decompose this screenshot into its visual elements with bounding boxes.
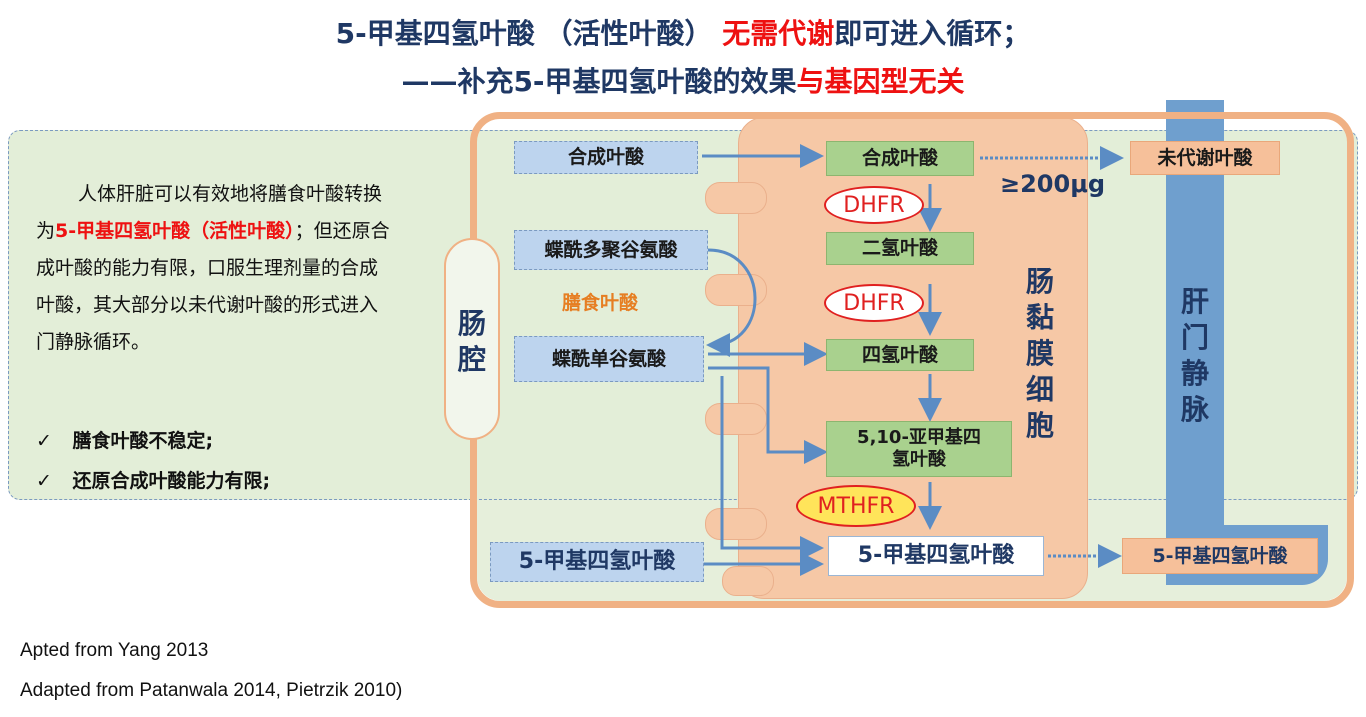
footnote-1: Apted from Yang 2013 <box>20 640 209 661</box>
bullet-1: ✓ 膳食叶酸不稳定; <box>36 426 213 453</box>
title-line-1: 5-甲基四氢叶酸 （活性叶酸） 无需代谢即可进入循环； <box>0 12 1366 52</box>
bullet-2-text: 还原合成叶酸能力有限; <box>72 470 271 492</box>
cell-methylene-thf: 5,10-亚甲基四氢叶酸 <box>826 421 1012 477</box>
cell-synthetic-folate: 合成叶酸 <box>826 141 974 176</box>
lumen-shape <box>444 238 500 440</box>
lumen-monoglutamate: 蝶酰单谷氨酸 <box>514 336 704 382</box>
footnote-2: Adapted from Patanwala 2014, Pietrzik 20… <box>20 680 403 701</box>
check-icon: ✓ <box>36 430 52 452</box>
lumen-mthf-supplement: 5-甲基四氢叶酸 <box>490 542 704 582</box>
description-highlight: 5-甲基四氢叶酸（活性叶酸） <box>55 220 295 242</box>
threshold-label: ≥200μg <box>1000 170 1106 198</box>
mucosa-villus <box>722 566 774 596</box>
arrow-mono-to-mthf <box>720 376 824 560</box>
bullet-2: ✓ 还原合成叶酸能力有限; <box>36 466 270 493</box>
mucosa-villus <box>705 508 767 540</box>
enzyme-mthfr: MTHFR <box>796 485 916 527</box>
cell-mthf: 5-甲基四氢叶酸 <box>828 536 1044 576</box>
blood-mthf: 5-甲基四氢叶酸 <box>1122 538 1318 574</box>
description-text-a: 人体肝脏可以有效地将膳食叶酸转换为 <box>36 183 383 242</box>
arrow-mono-to-methylene <box>708 366 828 464</box>
mucosa-villus <box>705 182 767 214</box>
title-line-1-text-b: 即可进入循环； <box>834 17 1031 50</box>
cell-thf: 四氢叶酸 <box>826 339 974 371</box>
enzyme-dhfr-1: DHFR <box>824 186 924 224</box>
cell-dhf: 二氢叶酸 <box>826 232 974 265</box>
description-text-b: ；但还原合成叶酸的能力有限，口服生理剂量的合成叶酸，其大部分以未代谢叶酸的形式进… <box>36 220 390 353</box>
check-icon: ✓ <box>36 470 52 492</box>
mucosa-villus <box>705 274 767 306</box>
lumen-label: 肠腔 <box>457 307 486 376</box>
title-line-1-text-a: 5-甲基四氢叶酸 （活性叶酸） <box>335 17 713 50</box>
title-line-1-highlight: 无需代谢 <box>722 17 835 50</box>
lumen-synthetic-folate: 合成叶酸 <box>514 141 698 174</box>
title-line-2: ——补充5-甲基四氢叶酸的效果与基因型无关 <box>0 60 1366 100</box>
title-line-2-text: ——补充5-甲基四氢叶酸的效果 <box>401 65 797 98</box>
arrow-deconjugation <box>706 248 757 357</box>
dietary-folate-label: 膳食叶酸 <box>562 292 639 314</box>
bullet-1-text: 膳食叶酸不稳定; <box>72 430 214 452</box>
description-paragraph: 人体肝脏可以有效地将膳食叶酸转换为5-甲基四氢叶酸（活性叶酸）；但还原合成叶酸的… <box>36 176 396 361</box>
mucosa-label: 肠黏膜细胞 <box>1025 265 1054 442</box>
title-line-2-highlight: 与基因型无关 <box>796 65 965 98</box>
blood-unmetabolized-folate: 未代谢叶酸 <box>1130 141 1280 175</box>
portal-vein-label: 肝门静脉 <box>1180 285 1209 426</box>
lumen-polyglutamate: 蝶酰多聚谷氨酸 <box>514 230 708 270</box>
enzyme-dhfr-2: DHFR <box>824 284 924 322</box>
left-info-panel <box>8 130 1358 500</box>
